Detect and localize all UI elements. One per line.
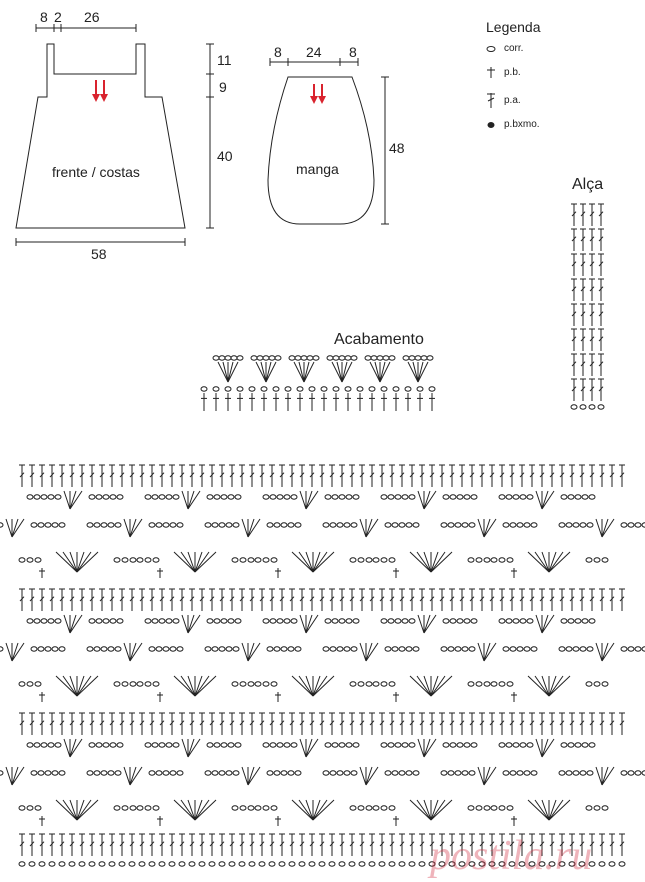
main-stitch-chart (0, 464, 645, 867)
front-outline (15, 43, 186, 229)
sleeve-dim-center: 24 (306, 44, 322, 60)
strap-chart (570, 203, 605, 410)
watermark: postila.ru (430, 833, 593, 879)
chain-oval-icon (486, 45, 496, 53)
front-label: frente / costas (52, 164, 140, 180)
legend-item: p.b. (486, 66, 521, 78)
finish-chart (200, 355, 436, 411)
strap-title: Alça (572, 176, 604, 193)
legend-label: p.b. (504, 66, 521, 78)
finish-title: Acabamento (334, 331, 424, 348)
legend-label: p.a. (504, 94, 521, 106)
sleeve-label: manga (296, 161, 339, 177)
dim-bottom: 58 (91, 246, 107, 262)
dim-top-width: 26 (84, 9, 100, 25)
legend-item: p.a. (486, 92, 521, 108)
double-crochet-icon (486, 92, 496, 108)
legend-label: p.bxmo. (504, 119, 540, 130)
dim-h2: 9 (219, 79, 227, 95)
sleeve-dim-left: 8 (274, 44, 282, 60)
direction-arrows (92, 80, 326, 104)
sleeve-outline (267, 76, 375, 225)
slip-stitch-icon (486, 121, 496, 129)
legend-item: p.bxmo. (486, 119, 540, 130)
dim-top-left: 8 (40, 9, 48, 25)
legend-item: corr. (486, 43, 523, 54)
sleeve-dim-right: 8 (349, 44, 357, 60)
legend-title: Legenda (486, 19, 541, 35)
dim-h1: 11 (217, 52, 232, 68)
dim-gap: 2 (54, 9, 62, 25)
legend-label: corr. (504, 43, 524, 54)
single-crochet-icon (486, 66, 496, 78)
dim-h3: 40 (217, 148, 233, 164)
sleeve-dim-height: 48 (389, 140, 405, 156)
